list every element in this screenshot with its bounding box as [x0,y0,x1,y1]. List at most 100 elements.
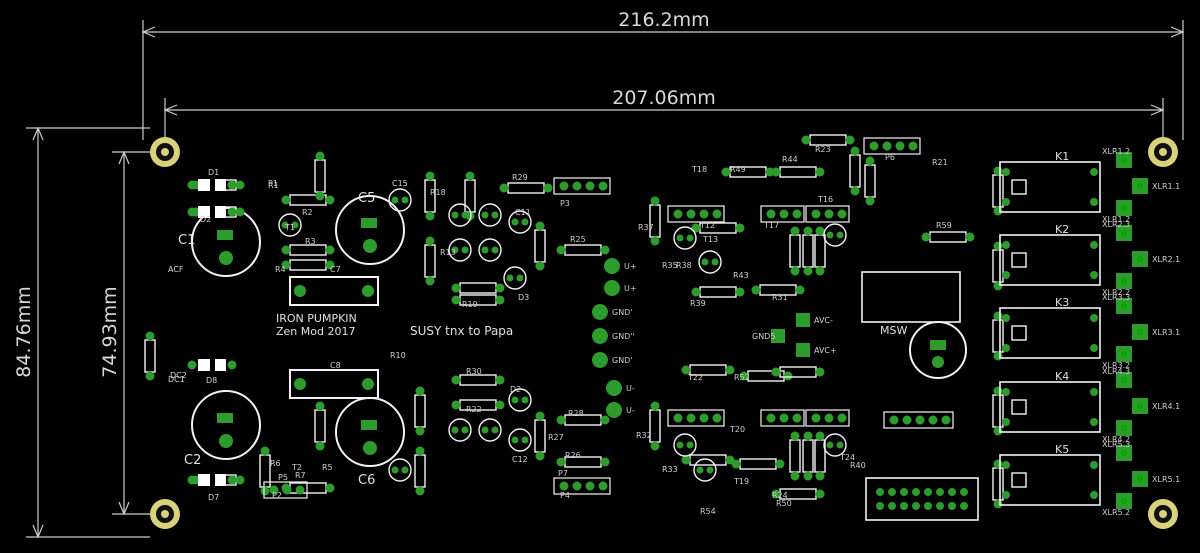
refdes-bottom_left-7: R10 [390,351,406,360]
refdes-top_left-2: R1 [268,181,279,190]
right-pad-2 [771,329,785,343]
refdes-center-22: T19 [733,477,749,486]
relay-pad-2-2 [1090,314,1098,322]
header-row-3 [667,409,725,427]
relay-pad-4-3 [1090,491,1098,499]
resistor-h-20 [739,370,793,382]
xlr-label-k1-2: XLR1.2 [1102,215,1130,224]
relay-coil-4 [1011,472,1027,488]
relay-pad-4-1 [1002,491,1010,499]
refdes-top_left-11: R18 [430,188,446,197]
relay-pad-3-2 [1090,388,1098,396]
xlr-label-k2-2: XLR2.2 [1102,288,1130,297]
mid-pad-1 [604,280,620,296]
refdes-top_left-7: C7 [330,265,341,274]
relay-coil-3 [1011,399,1027,415]
resistor-h-25 [921,231,975,243]
refdes-center-0: R37 [638,223,654,232]
refdes-center-3: R44 [782,155,798,164]
transistor-13 [673,433,697,457]
relay-pad-0-2 [1090,168,1098,176]
transistor-18 [388,458,412,482]
diode-2 [187,359,237,371]
refdes-misc-3: DC1 [168,375,185,384]
relay-label-3: K4 [1055,370,1069,383]
xlr-label-k4-2: XLR4.2 [1102,435,1130,444]
header-row-2 [805,205,850,223]
mid-pad-label-3: GND'' [612,332,635,341]
refdes-center-1: R35 [662,261,678,270]
refdes-misc-5: P5 [278,473,288,482]
resistor-h-12 [556,456,610,468]
refdes-bottom_left-13: R27 [548,433,564,442]
resistor-h-24 [771,488,825,500]
transistor-11 [698,250,722,274]
mid-pad-6 [606,402,622,418]
refdes-top_left-3: R2 [302,208,313,217]
refdes-misc-2: ACF [168,265,184,274]
resistor-v-7 [534,411,546,461]
mount-hole-top-right [1148,137,1178,167]
refdes-top_left-1: D2 [200,215,211,224]
refdes-top_left-6: R4 [275,265,286,274]
refdes-center-10: T12 [699,221,715,230]
xlr-label-k4-1: XLR4.1 [1152,402,1180,411]
refdes-top_left-15: D3 [518,293,529,302]
transistor-14 [693,458,717,482]
resistor-h-7 [451,282,505,294]
relay-pad-0-0 [1002,168,1010,176]
xlr-label-k3-0: XLR3.3 [1102,293,1130,302]
header-row-5 [805,409,850,427]
transistor-17 [388,188,412,212]
transistor-10 [673,226,697,250]
refdes-top_left-5: R3 [305,237,316,246]
refdes-center-19: T20 [729,425,745,434]
refdes-center-5: P6 [885,153,895,162]
refdes-bottom_left-1: D7 [208,493,219,502]
resistor-v-13 [789,431,801,481]
cap-c1-label: C1 [178,233,195,248]
transistor-4 [508,210,532,234]
resistor-v-24 [259,446,271,496]
cap-c2-label: C2 [184,453,201,468]
mid-pad-label-4: GND' [612,356,633,365]
resistor-v-23 [992,459,1004,509]
outer-width-label: 216.2mm [618,9,709,31]
refdes-top_left-10: R19 [462,300,478,309]
transistor-7 [478,418,502,442]
resistor-h-10 [451,399,505,411]
resistor-v-1 [424,171,436,221]
xlr-label-k2-1: XLR2.1 [1152,255,1180,264]
right-pad-0 [796,313,810,327]
resistor-h-14 [771,166,825,178]
resistor-v-11 [802,226,814,276]
resistor-h-11 [556,414,610,426]
mounting-holes [150,137,1178,529]
relay-label-1: K2 [1055,223,1069,236]
xlr-label-k4-0: XLR4.3 [1102,367,1130,376]
inner-height-label: 74.93mm [99,286,121,377]
xlr-label-k1-0: XLR1.2 [1102,147,1130,156]
transistor-8 [508,388,532,412]
mid-pad-label-2: GND' [612,308,633,317]
dimension-lines [26,20,1185,539]
resistor-h-6 [556,244,610,256]
transistor-3 [478,238,502,262]
resistor-h-23 [731,458,785,470]
transistor-6 [448,418,472,442]
right-pads: AVC-AVC+GND5 [752,313,837,357]
relay-section [861,161,1101,521]
silk-credit: SUSY tnx to Papa [410,324,513,338]
right-pad-label-2: GND5 [752,332,775,341]
refdes-bottom_left-15: P2 [272,491,282,500]
resistor-h-5 [499,182,553,194]
transistor-16 [278,213,302,237]
relay-pad-2-0 [1002,314,1010,322]
transistor-5 [503,266,527,290]
diode-1 [187,206,237,218]
refdes-center-14: R31 [772,293,788,302]
refdes-center-16: R33 [662,465,678,474]
refdes-center-7: T13 [702,235,718,244]
